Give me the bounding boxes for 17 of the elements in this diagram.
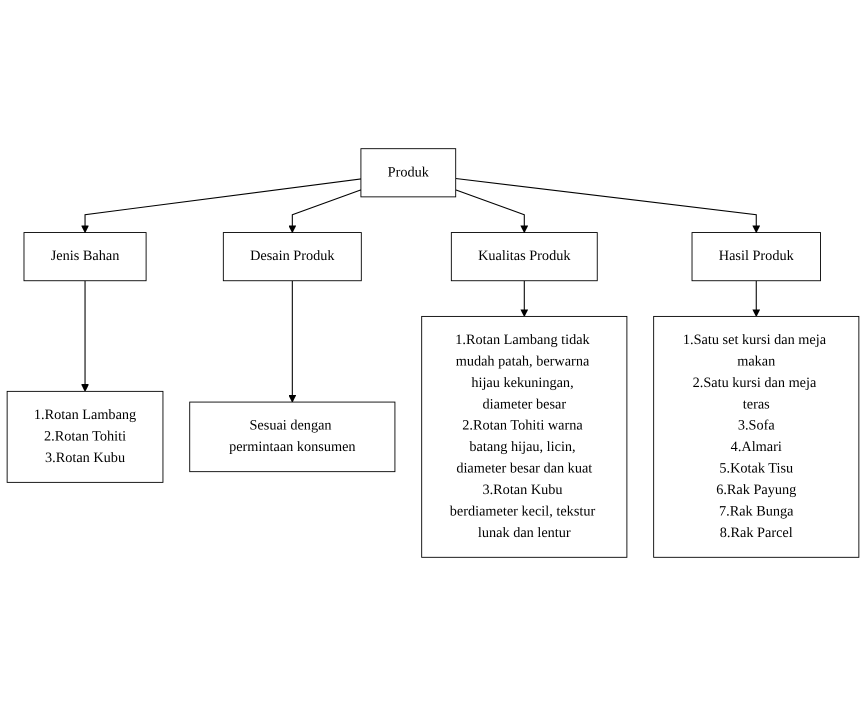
node-box: Produk (360, 148, 456, 198)
arrow (288, 280, 296, 402)
arrow (456, 178, 760, 233)
arrow (81, 280, 89, 392)
arrow (81, 178, 361, 233)
node-box: 1.Satu set kursi dan meja makan 2.Satu kursi dan meja teras 3.Sofa 4.Almari 5.Kotak Tisu 6.Rak Payung 7.Rak Bunga 8.Rak Parcel (653, 316, 860, 558)
node-box: Hasil Produk (692, 232, 821, 282)
node-box: 1.Rotan Lambang tidak mudah patah, berwarna hijau kekuningan, diameter besar 2.Rotan Tohiti warna batang hijau, licin, diameter besar dan kuat 3.Rotan Kubu berdiameter kecil, tekstur lunak dan lentur (421, 316, 628, 558)
arrow (456, 189, 528, 233)
arrow (288, 189, 362, 233)
node-box: Jenis Bahan (24, 232, 147, 282)
node-box: Kualitas Produk (450, 232, 598, 282)
node-box: 1.Rotan Lambang 2.Rotan Tohiti 3.Rotan Kubu (6, 390, 164, 483)
node-box: Desain Produk (222, 232, 362, 282)
arrow (752, 280, 760, 317)
node-box: Sesuai dengan permintaan konsumen (189, 402, 396, 472)
arrow (520, 280, 528, 317)
